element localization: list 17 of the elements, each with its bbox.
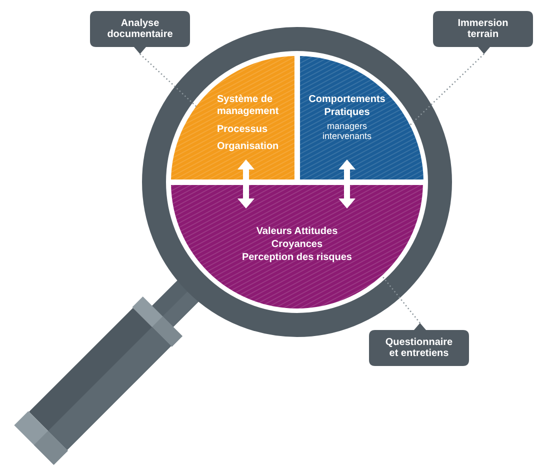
segment-label: Croyances xyxy=(271,238,323,251)
leader-line xyxy=(409,54,484,126)
callout-label: Questionnaire et entretiens xyxy=(384,337,454,359)
leader-line xyxy=(381,275,420,324)
double-arrow xyxy=(339,160,355,208)
segment-label: Système de management xyxy=(216,94,280,118)
segment-label: Pratiques xyxy=(324,106,370,119)
segment-label: managers intervenants xyxy=(321,120,373,141)
segment-label: Comportements xyxy=(308,92,386,106)
segment-label: Organisation xyxy=(216,140,279,153)
callout-label: Analyse documentaire xyxy=(106,18,174,40)
segment-label: Valeurs Attitudes xyxy=(256,225,338,238)
callout-label: Immersion terrain xyxy=(456,18,510,40)
segment-label: Processus xyxy=(216,124,268,136)
double-arrow xyxy=(238,160,254,208)
segment-label: Perception des risques xyxy=(242,251,352,264)
leader-line xyxy=(140,54,197,107)
